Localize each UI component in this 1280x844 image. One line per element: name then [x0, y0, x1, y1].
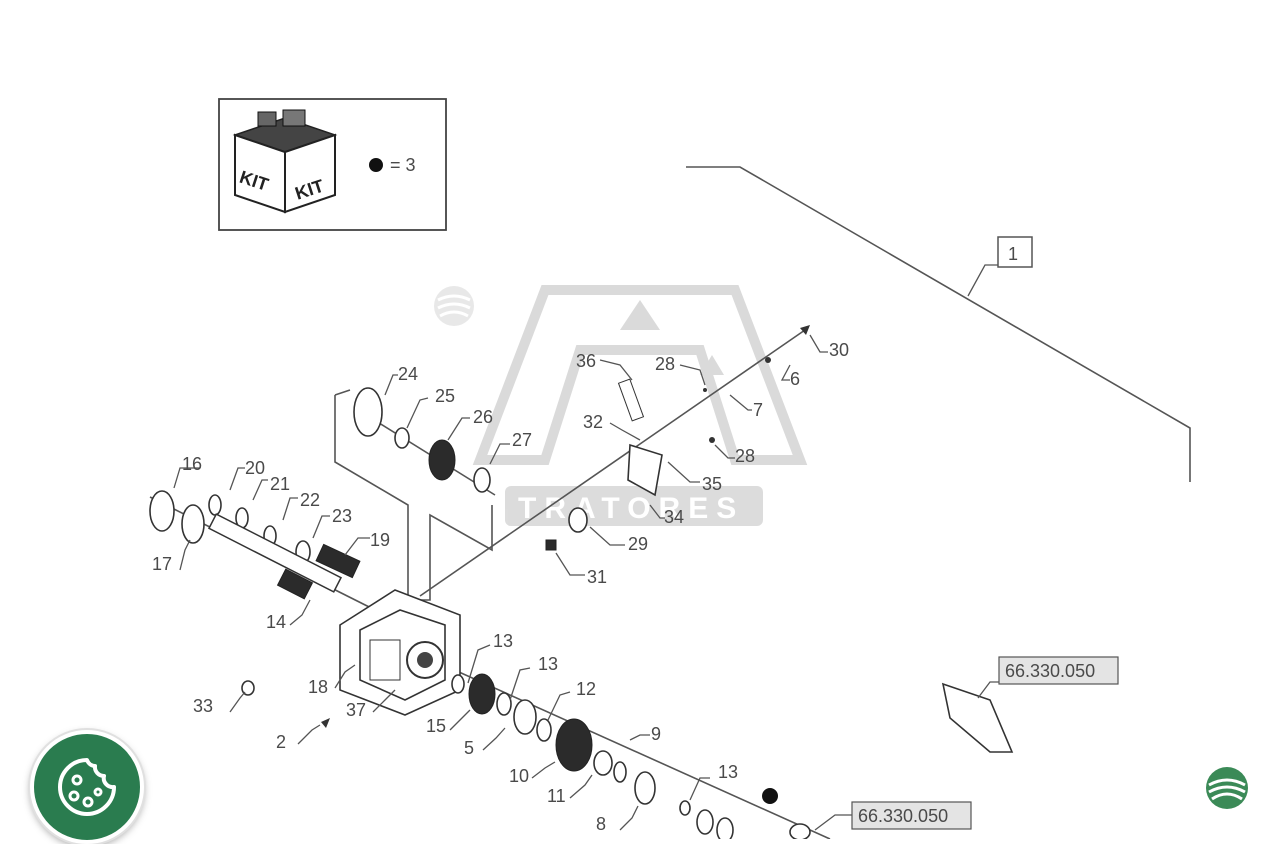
- callout-5: 5: [464, 738, 474, 758]
- cookie-icon: [58, 758, 116, 816]
- part-33: [241, 680, 255, 696]
- callout-27: 27: [512, 430, 532, 450]
- reference-box-a: [998, 656, 1119, 685]
- callout-32: 32: [583, 412, 603, 432]
- left-shaft-parts: [149, 490, 361, 600]
- callout-12: 12: [576, 679, 596, 699]
- callout-36: 36: [576, 351, 596, 371]
- callout-2: 2: [276, 732, 286, 752]
- callout-6: 6: [790, 369, 800, 389]
- reference-box-b: [851, 801, 972, 830]
- assembly-bracket: [686, 166, 1191, 482]
- callout-labels: 16 17 20 21 22 23 19 14 18 33 2 37 24 25…: [152, 340, 849, 834]
- callout-10: 10: [509, 766, 529, 786]
- callout-25: 25: [435, 386, 455, 406]
- callout-16: 16: [182, 454, 202, 474]
- callout-8: 8: [596, 814, 606, 834]
- callout-28a: 28: [655, 354, 675, 374]
- support-plates: [334, 389, 493, 601]
- callout-29: 29: [628, 534, 648, 554]
- gear-housing: [339, 589, 461, 716]
- shaft-14: [207, 513, 343, 600]
- watermark-logo-icon: [434, 286, 474, 326]
- callout-33: 33: [193, 696, 213, 716]
- callout-37: 37: [346, 700, 366, 720]
- callout-23: 23: [332, 506, 352, 526]
- callout-18: 18: [308, 677, 328, 697]
- kit-dot-icon: [369, 158, 383, 172]
- part-2: [321, 718, 330, 728]
- leader-lines: [173, 334, 828, 831]
- callout-9: 9: [651, 724, 661, 744]
- callout-34: 34: [664, 507, 684, 527]
- callout-35: 35: [702, 474, 722, 494]
- upper-shaft-parts: [545, 325, 810, 551]
- callout-17: 17: [152, 554, 172, 574]
- gasket-part: [941, 681, 1014, 753]
- callout-30: 30: [829, 340, 849, 360]
- callout-11: 11: [547, 786, 566, 806]
- kit-box-icon: KIT KIT: [232, 109, 338, 214]
- brand-logo-icon: [1206, 767, 1248, 809]
- callout-24: 24: [398, 364, 418, 384]
- callout-1: 1: [1008, 244, 1018, 264]
- reference-a: 66.330.050: [1005, 661, 1095, 681]
- reference-b: 66.330.050: [858, 806, 948, 826]
- callout-19: 19: [370, 530, 390, 550]
- gear-shaft-parts: [353, 387, 491, 493]
- callout-22: 22: [300, 490, 320, 510]
- watermark-text: TRATORES: [518, 492, 744, 525]
- kit-quantity: = 3: [390, 155, 416, 175]
- callout-7: 7: [753, 400, 763, 420]
- callout-13a: 13: [493, 631, 513, 651]
- callout-14: 14: [266, 612, 286, 632]
- callout-20: 20: [245, 458, 265, 478]
- callout-28b: 28: [735, 446, 755, 466]
- kit-legend: KIT KIT = 3: [218, 98, 447, 231]
- output-shaft-parts: [451, 673, 811, 839]
- callout-box-1: [997, 236, 1033, 268]
- callout-13b: 13: [538, 654, 558, 674]
- watermark: TRATORES: [434, 285, 808, 526]
- worm-gear-19: [315, 543, 361, 579]
- cookie-settings-button[interactable]: [30, 730, 144, 844]
- callout-13c: 13: [718, 762, 738, 782]
- callout-26: 26: [473, 407, 493, 427]
- callout-21: 21: [270, 474, 290, 494]
- kit-part-dot-icon: [762, 788, 778, 804]
- callout-31: 31: [587, 567, 607, 587]
- callout-15: 15: [426, 716, 446, 736]
- upper-shaft-axis: [419, 329, 806, 597]
